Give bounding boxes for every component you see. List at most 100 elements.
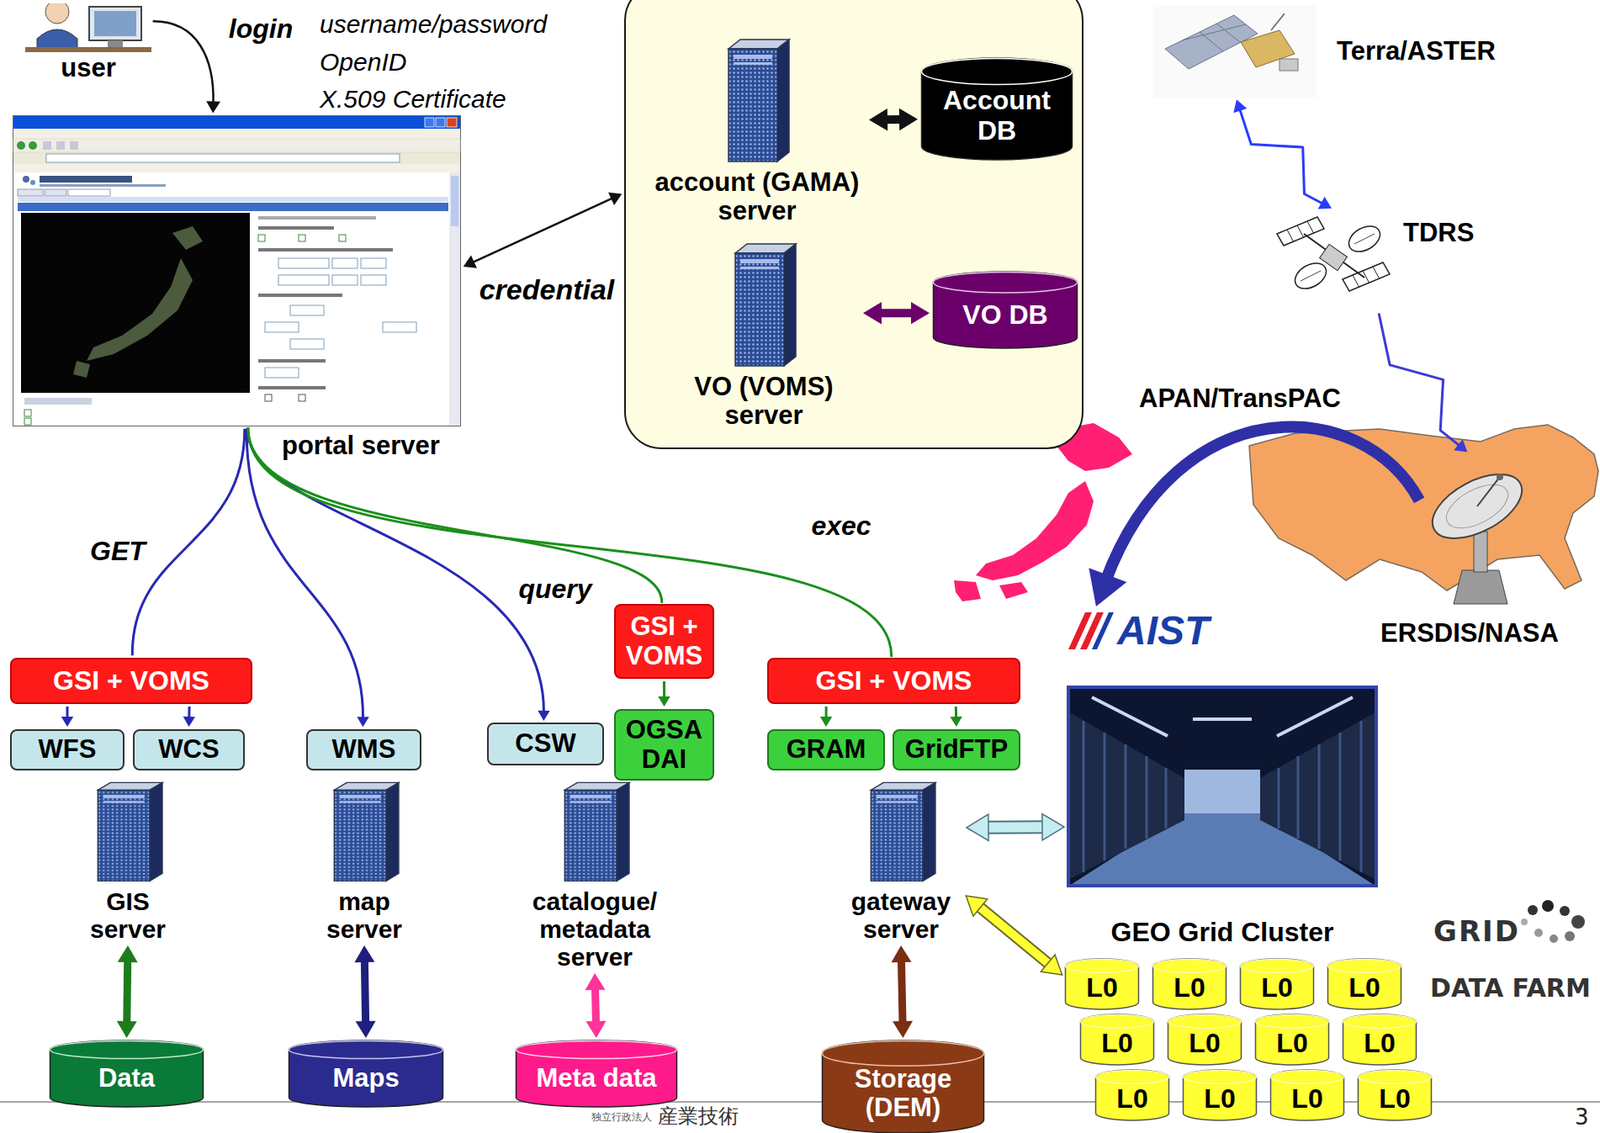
cylinder-label: Maps: [287, 1049, 445, 1108]
connector: [247, 428, 550, 721]
free-label: username/password: [319, 10, 547, 40]
server-icon: [92, 780, 165, 883]
cylinder-label: VO DB: [932, 282, 1079, 349]
node-text: L0: [1188, 1028, 1220, 1059]
svg-shape: [264, 322, 299, 333]
server-icon: [865, 780, 938, 883]
svg-shape: [46, 153, 400, 163]
node-text: GIS server: [68, 887, 187, 944]
svg-shape: [17, 196, 449, 202]
arrow-head: [585, 1021, 606, 1039]
svg-shape: [1068, 687, 1377, 886]
server-icon: [559, 780, 631, 883]
cylinder-body: [1328, 958, 1402, 1010]
svg-shape: [13, 116, 461, 129]
svg-shape: [1477, 477, 1500, 507]
cylinder-body: [516, 1040, 678, 1108]
svg-shape: [1279, 58, 1299, 71]
free-label: 産業技術: [657, 1105, 739, 1129]
portal-screenshot: portal server: [12, 115, 461, 427]
cylinder-label: L0: [1341, 1021, 1418, 1065]
connector: [863, 301, 930, 324]
grid-datafarm-mark: [1520, 900, 1585, 944]
arrow-head: [1042, 814, 1065, 841]
service-box: GridFTP: [892, 729, 1021, 771]
cylinder-body: [50, 1040, 204, 1108]
arrow-head: [537, 710, 550, 721]
node-text: WCS: [158, 735, 219, 764]
edge-label: query: [514, 573, 595, 605]
svg-shape: [332, 275, 358, 286]
arrow-head: [116, 1021, 138, 1039]
database-cylinder: Maps: [287, 1040, 445, 1108]
svg-shape: [449, 172, 461, 426]
svg-shape: [870, 789, 923, 881]
connector-line: [594, 986, 596, 1025]
service-box: WMS: [306, 729, 422, 771]
svg-shape: [1520, 918, 1528, 926]
cylinder-rim: [1153, 959, 1227, 974]
node-text: Maps: [332, 1064, 399, 1093]
server-icon: [723, 37, 791, 164]
svg-shape: [424, 117, 435, 128]
cylinder-body: [1183, 1070, 1257, 1121]
svg-shape: [777, 39, 790, 162]
cylinder-body: [1271, 1070, 1345, 1121]
connector: [949, 706, 962, 727]
arrow-head: [585, 973, 606, 991]
connector: [354, 945, 376, 1039]
arrow-head: [183, 716, 196, 727]
arrow-head: [949, 716, 962, 727]
arrow-head: [1453, 439, 1468, 452]
svg-shape: [107, 40, 123, 48]
svg-shape: [278, 275, 329, 286]
svg-shape: [13, 172, 450, 426]
svg-shape: [28, 141, 38, 150]
node-text: TDRS: [1403, 218, 1474, 248]
connector-line: [878, 308, 916, 318]
node-text: Meta data: [536, 1064, 657, 1093]
cylinder-body: [1096, 1070, 1170, 1121]
cluster-photo: GEO Grid Cluster: [1066, 685, 1378, 888]
connector: [820, 706, 832, 727]
cylinder-label: L0: [1094, 1076, 1171, 1121]
dish-art: [1421, 454, 1540, 606]
server-node: GIS server: [68, 780, 187, 944]
svg-shape: [975, 481, 1094, 581]
connector-outline: [984, 820, 1047, 835]
cylinder-body: [1343, 1014, 1417, 1065]
l0-storage: L0: [1094, 1070, 1171, 1121]
arrow-head: [965, 895, 987, 917]
svg-shape: [1534, 928, 1543, 938]
server-icon: [328, 780, 401, 883]
svg-shape: [24, 418, 32, 425]
cylinder-label: L0: [1254, 1021, 1330, 1065]
cylinder-label: L0: [1239, 965, 1315, 1010]
cylinder-label: L0: [1166, 1021, 1243, 1065]
database-cylinder: Account DB: [920, 58, 1074, 160]
node-text: L0: [1291, 1084, 1323, 1114]
svg-shape: [39, 175, 133, 183]
connector: [1088, 427, 1420, 608]
cylinder-label: L0: [1151, 965, 1228, 1010]
connector-line: [984, 821, 1047, 833]
l0-storage: L0: [1079, 1014, 1155, 1065]
svg-shape: [569, 794, 611, 799]
cylinder-rim: [822, 1041, 985, 1067]
svg-shape: [733, 54, 773, 59]
arrow-head: [863, 301, 882, 324]
node-text: Terra/ASTER: [1336, 37, 1496, 66]
svg-shape: [73, 226, 203, 378]
cylinder-rim: [1271, 1070, 1345, 1085]
svg-shape: [264, 394, 272, 402]
cylinder-label: L0: [1269, 1076, 1346, 1121]
arrow-head: [1318, 196, 1332, 210]
arrow-head: [1040, 954, 1062, 975]
svg-shape: [13, 128, 461, 139]
svg-shape: [1083, 720, 1362, 873]
svg-shape: [435, 117, 446, 128]
l0-storage: L0: [1181, 1070, 1258, 1121]
edge-label: credential: [476, 273, 619, 307]
node-text: L0: [1203, 1084, 1235, 1114]
svg-shape: [298, 394, 306, 402]
